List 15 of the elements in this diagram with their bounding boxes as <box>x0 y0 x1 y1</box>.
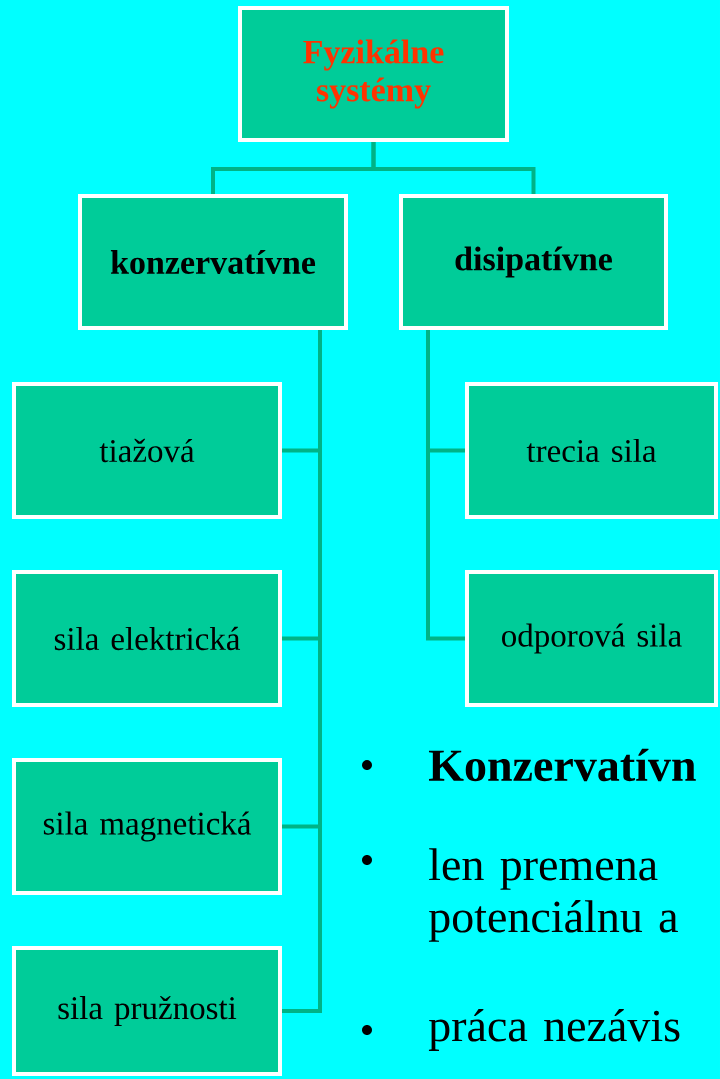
category-box: disipatívne <box>399 194 668 330</box>
force-box: sila pružnosti <box>12 946 282 1076</box>
force-box: sila magnetická <box>12 758 282 895</box>
force-box: tiažová <box>12 382 282 519</box>
title-box: Fyzikálne systémy <box>238 6 509 142</box>
bullet-text: len premena potenciálnu a <box>428 848 678 942</box>
bullet-text: práca nezávis <box>428 1009 680 1051</box>
connector-line <box>426 330 465 641</box>
force-box: trecia sila <box>465 382 718 519</box>
force-box: sila elektrická <box>12 570 282 707</box>
force-box: odporová sila <box>465 570 718 707</box>
connector-line <box>282 330 322 1013</box>
connector-line <box>371 142 536 194</box>
bullet-text: Konzervatívn <box>429 748 696 782</box>
category-box: konzervatívne <box>78 194 348 330</box>
